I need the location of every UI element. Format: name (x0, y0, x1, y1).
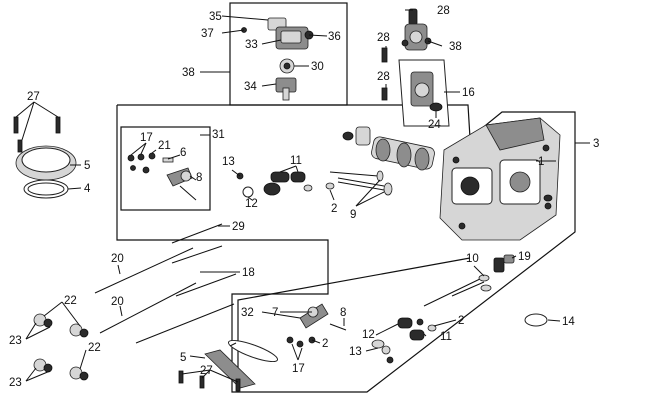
callout-23-low: 23 (9, 377, 22, 389)
callout-2-lower-right: 2 (458, 315, 464, 327)
callout-28-low: 28 (377, 71, 390, 83)
o-ring (524, 313, 548, 327)
side-cover-parts (13, 116, 77, 199)
callout-6: 6 (180, 147, 186, 159)
callout-labels: 35 37 33 36 30 34 38 28 38 28 28 16 24 2… (9, 5, 599, 389)
callout-20-top: 20 (111, 253, 124, 265)
callout-5-top: 5 (84, 160, 90, 172)
rocker-arm-box (120, 126, 211, 211)
callout-28-mid: 28 (377, 32, 390, 44)
lower-rocker-parts (286, 303, 347, 348)
callout-16: 16 (462, 87, 475, 99)
callout-19: 19 (518, 251, 531, 263)
inner-valve-frame (237, 257, 471, 392)
callout-22-top: 22 (64, 295, 77, 307)
callout-31: 31 (212, 129, 225, 141)
callout-29: 29 (232, 221, 245, 233)
callout-13-low: 13 (349, 346, 362, 358)
outline-frames (116, 2, 576, 393)
callout-18: 18 (242, 267, 255, 279)
callout-23-top: 23 (9, 335, 22, 347)
callout-27-top: 27 (27, 91, 40, 103)
callout-14: 14 (562, 316, 575, 328)
rocker-arm-parts (127, 152, 197, 201)
callout-2-top: 2 (331, 203, 337, 215)
cylinder-head (439, 117, 561, 241)
callout-33: 33 (245, 39, 258, 51)
callout-4: 4 (84, 183, 91, 195)
callout-38-left: 38 (182, 67, 195, 79)
callout-24: 24 (428, 119, 441, 131)
temperature-sensor (493, 254, 515, 273)
callout-20-low: 20 (111, 296, 124, 308)
callout-36: 36 (328, 31, 341, 43)
callout-8-top: 8 (196, 172, 202, 184)
upper-valve-spring-parts (236, 126, 393, 198)
callout-9: 9 (350, 209, 356, 221)
leader-lines (15, 9, 590, 383)
lower-gasket-parts (178, 339, 279, 392)
callout-5-bottom: 5 (180, 352, 186, 364)
callout-8-low: 8 (340, 307, 346, 319)
callout-35: 35 (209, 11, 222, 23)
callout-34: 34 (244, 81, 257, 93)
callout-28-top: 28 (437, 5, 450, 17)
callout-22-low: 22 (88, 342, 101, 354)
callout-12-top: 12 (245, 198, 258, 210)
callout-10: 10 (466, 253, 479, 265)
lower-valve-parts (371, 274, 492, 364)
callout-1: 1 (538, 156, 544, 168)
stud-nuts (33, 313, 89, 381)
callout-17-low: 17 (292, 363, 305, 375)
callout-17-top: 17 (140, 132, 153, 144)
callout-38-right: 38 (449, 41, 462, 53)
tensioner-parts (381, 8, 450, 127)
callout-11-top: 11 (290, 155, 302, 167)
callout-2-lower-left: 2 (322, 338, 328, 350)
callout-30: 30 (311, 61, 324, 73)
callout-12-low: 12 (362, 329, 375, 341)
cylinder-studs (94, 223, 237, 344)
callout-21: 21 (158, 140, 171, 152)
callout-7: 7 (272, 307, 278, 319)
callout-13-top: 13 (222, 156, 235, 168)
camshaft (371, 136, 435, 171)
callout-3: 3 (593, 138, 599, 150)
callout-27-bottom: 27 (200, 365, 213, 377)
callout-32: 32 (241, 307, 254, 319)
callout-11-low: 11 (440, 331, 452, 343)
callout-37: 37 (201, 28, 214, 40)
